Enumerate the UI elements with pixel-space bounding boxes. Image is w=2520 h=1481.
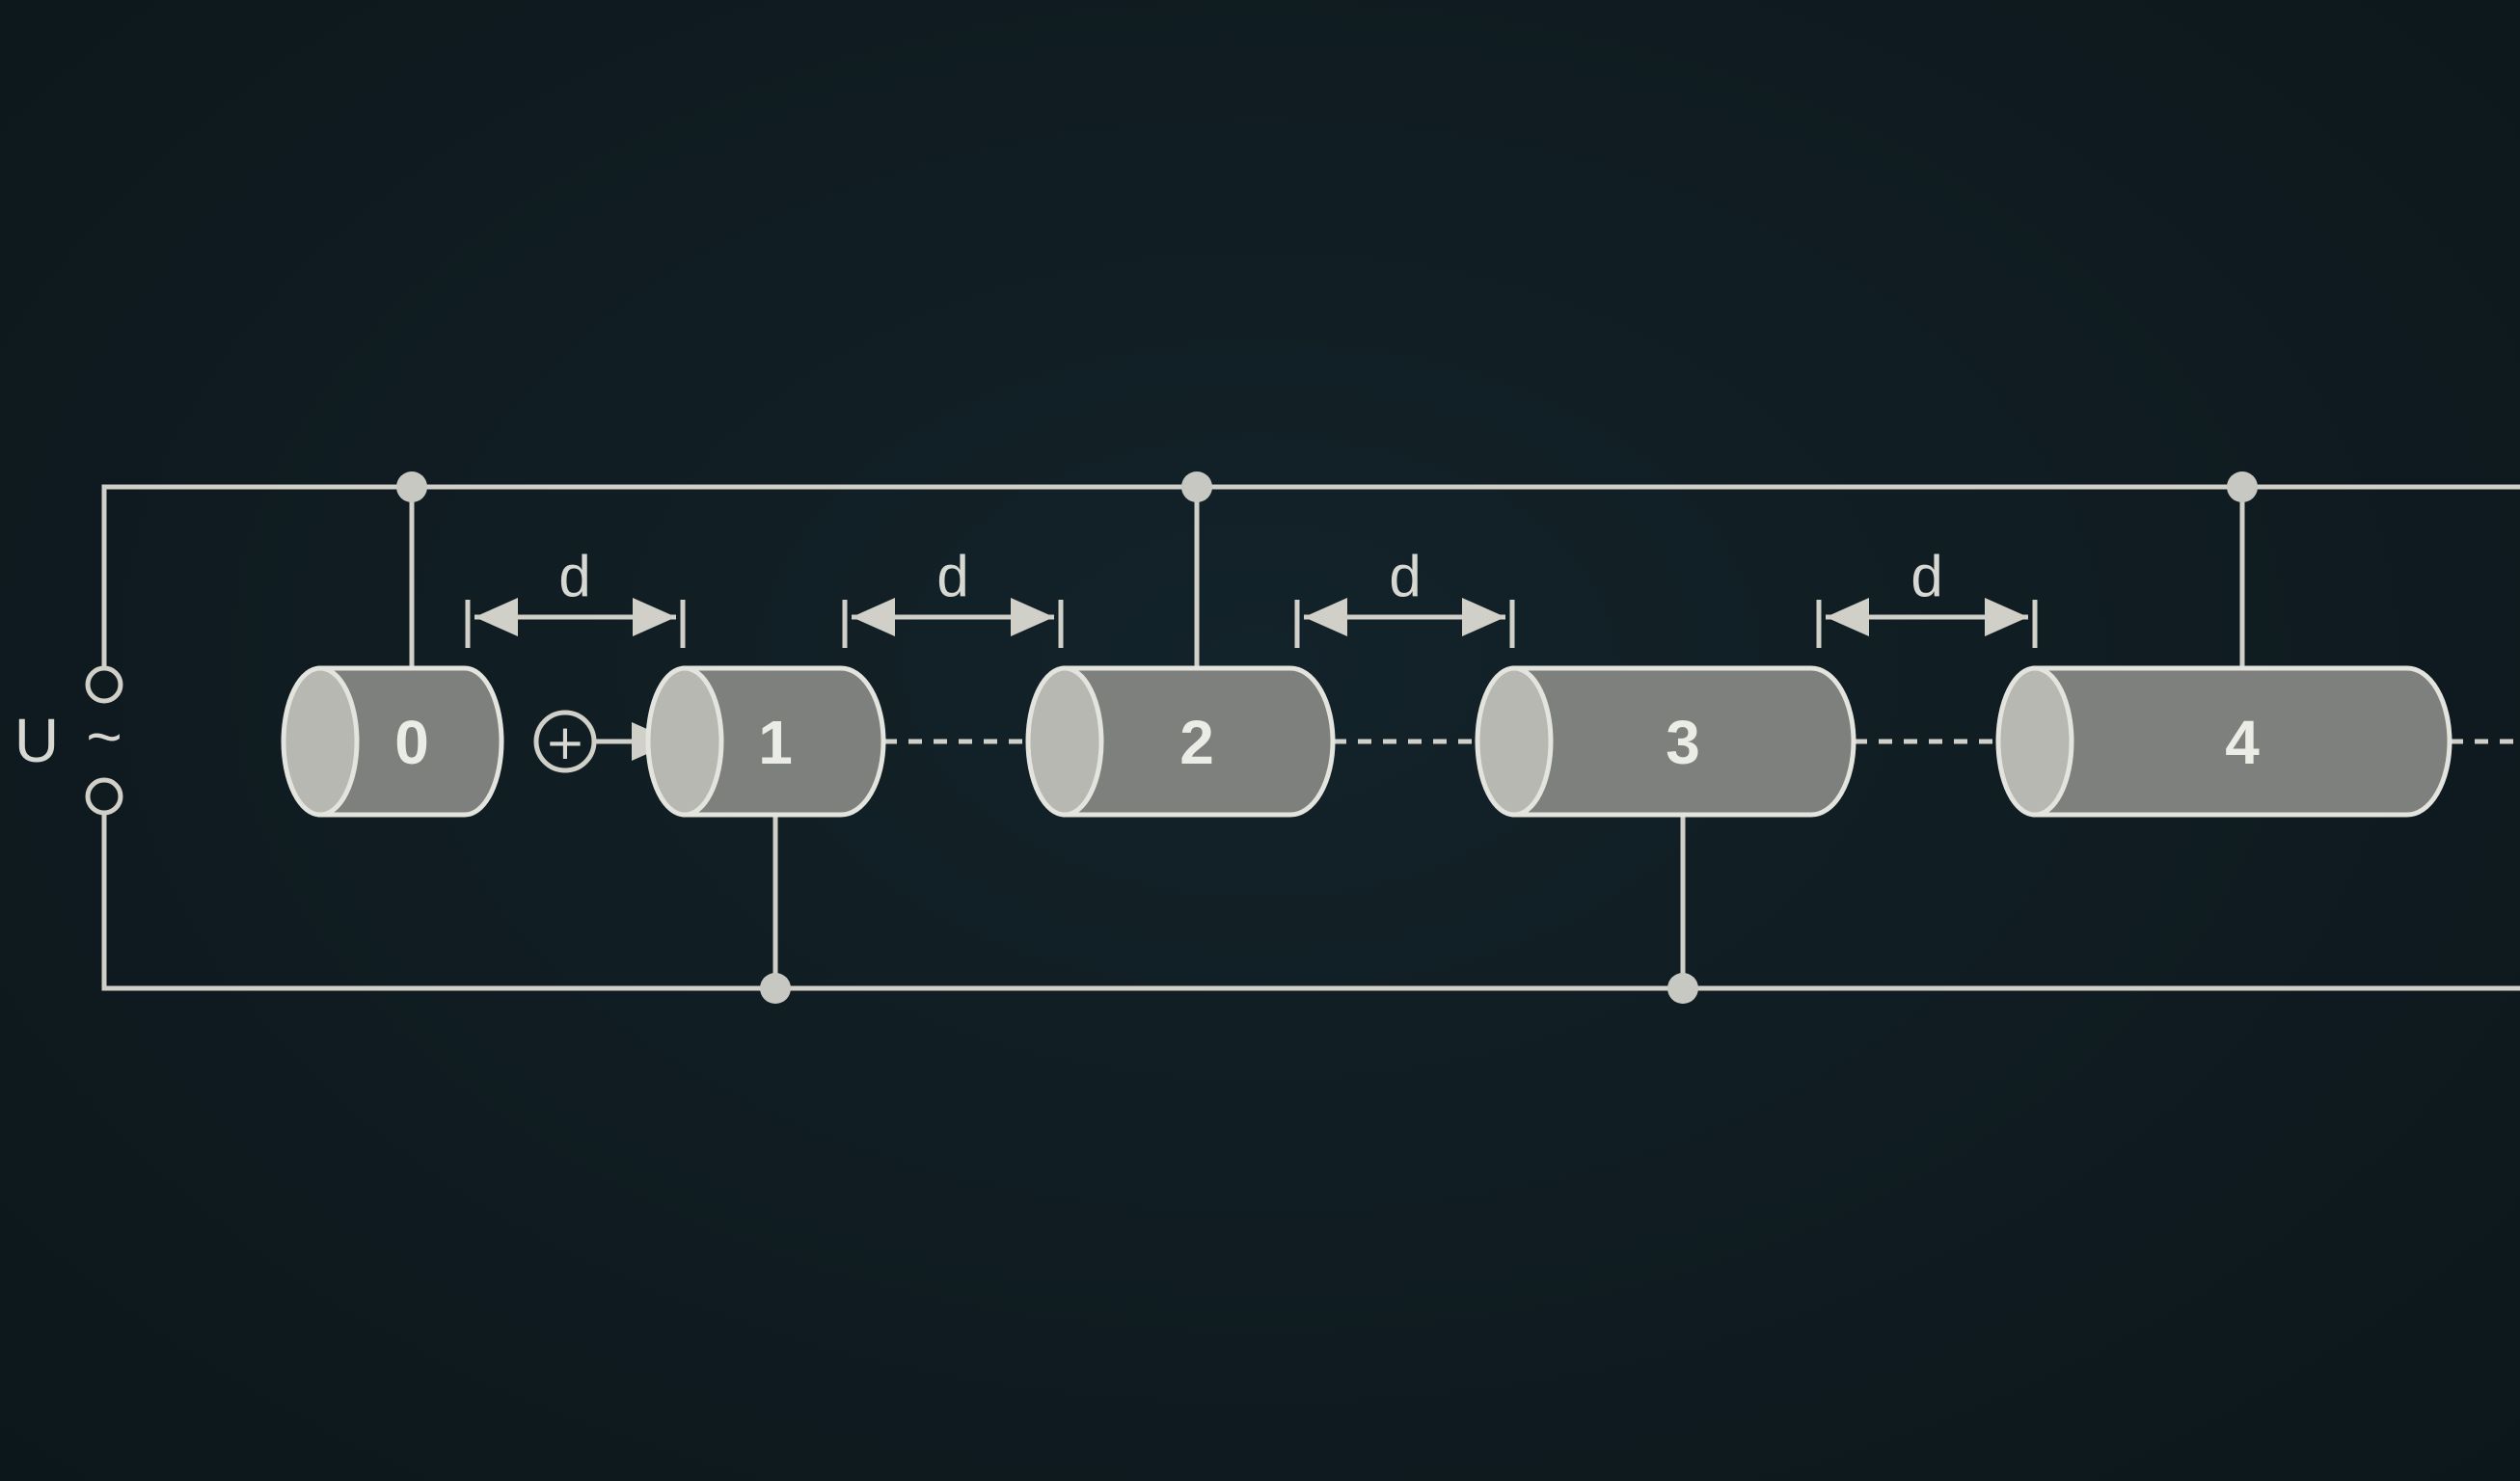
tube-label: 0 <box>394 708 429 777</box>
particle-symbol: + <box>545 714 585 770</box>
tube-label: 4 <box>2225 708 2260 777</box>
source-terminal-bottom <box>85 777 123 816</box>
gap-label: d <box>558 544 590 608</box>
top-bus-wire <box>101 484 2520 675</box>
drift-tube-0: 0 <box>281 665 504 818</box>
tube-label: 3 <box>1666 708 1700 777</box>
ac-source: U ~ <box>14 665 123 816</box>
gap-label: d <box>1910 544 1942 608</box>
top-connections <box>396 471 2258 668</box>
particle-icon <box>533 710 597 773</box>
drift-tube-4: 4 <box>1995 665 2452 818</box>
junction-node <box>1667 973 1698 1004</box>
gap-label: d <box>1389 544 1421 608</box>
particle: + <box>533 710 675 773</box>
source-ac-symbol: ~ <box>86 702 122 771</box>
junction-node <box>760 973 791 1004</box>
junction-node <box>396 471 427 502</box>
junction-node <box>1181 471 1212 502</box>
bottom-connections <box>760 815 1698 1004</box>
gap-label: d <box>936 544 968 608</box>
drift-tube-1: 1 <box>645 665 886 818</box>
drift-tube-2: 2 <box>1025 665 1336 818</box>
junction-node <box>2227 471 2258 502</box>
gap-dimension-2: d <box>1294 544 1515 648</box>
source-label: U <box>14 706 59 775</box>
gap-dimension-0: d <box>465 544 686 648</box>
drift-tube-3: 3 <box>1475 665 1856 818</box>
bottom-bus-wire <box>101 800 2520 991</box>
source-terminal-top <box>85 665 123 704</box>
tube-label: 2 <box>1179 708 1214 777</box>
tube-label: 1 <box>758 708 793 777</box>
gap-dimension-3: d <box>1816 544 2038 648</box>
gap-dimension-1: d <box>842 544 1064 648</box>
